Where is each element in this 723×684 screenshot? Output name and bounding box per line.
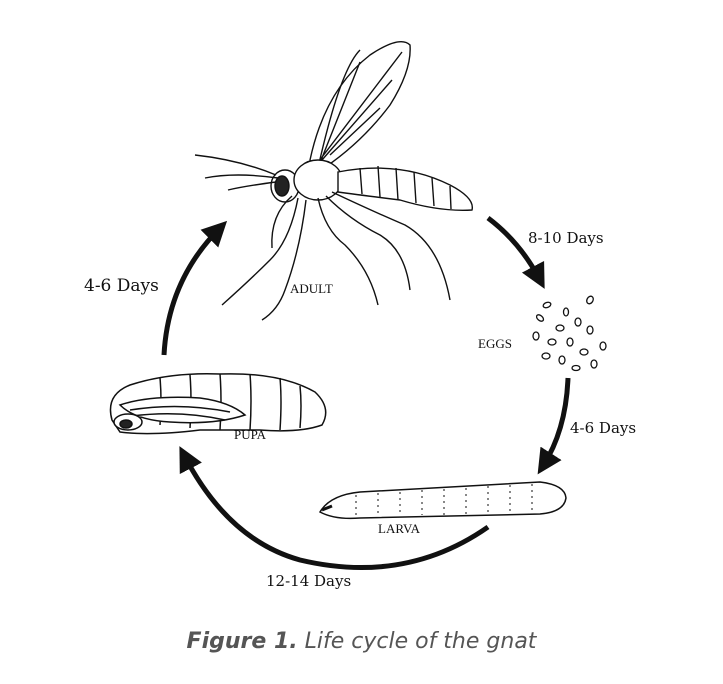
larva-illustration xyxy=(318,481,567,520)
stage-label-eggs: EGGS xyxy=(478,336,512,351)
stage-label-adult: ADULT xyxy=(290,281,333,296)
duration-adult-to-eggs: 8-10 Days xyxy=(528,229,604,247)
duration-pupa-to-adult: 4-6 Days xyxy=(84,276,159,296)
stage-label-larva: LARVA xyxy=(378,521,421,536)
eggs-illustration xyxy=(532,295,607,372)
stage-label-pupa: PUPA xyxy=(234,427,267,442)
arrow-eggs-to-larva xyxy=(537,377,571,475)
figure-caption-text: Life cycle of the gnat xyxy=(297,629,537,654)
figure-caption-label: Figure 1. xyxy=(186,629,298,654)
arrow-adult-to-eggs xyxy=(486,216,545,289)
pupa-illustration xyxy=(109,373,327,435)
adult-gnat-illustration xyxy=(194,41,474,321)
arrow-larva-to-pupa xyxy=(179,446,490,570)
duration-eggs-to-larva: 4-6 Days xyxy=(570,419,636,437)
duration-larva-to-pupa: 12-14 Days xyxy=(266,572,351,590)
figure-caption: Figure 1. Life cycle of the gnat xyxy=(0,629,723,654)
arrow-pupa-to-adult xyxy=(161,220,228,356)
